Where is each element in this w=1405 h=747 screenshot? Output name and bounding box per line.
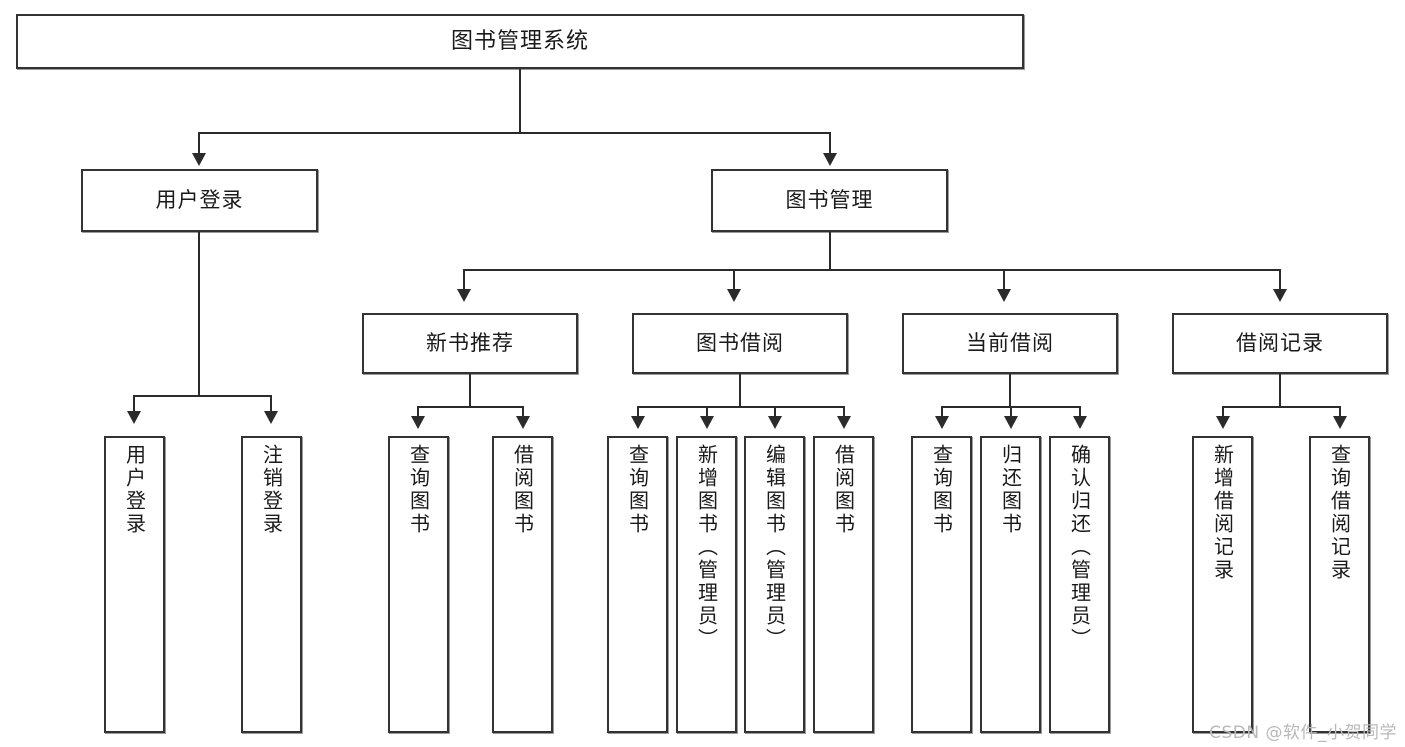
node-label: 借阅图书 bbox=[510, 444, 535, 536]
connector-nbr-drop-2 bbox=[522, 406, 524, 418]
node-label: 当前借阅 bbox=[966, 331, 1054, 356]
connector-book-manage-stem bbox=[829, 232, 831, 270]
arrowhead-leaf-query-book-3 bbox=[935, 416, 949, 429]
node-leaf-query-book-2[interactable]: 查询图书 bbox=[607, 436, 668, 733]
connector-user-login-bus bbox=[133, 395, 270, 397]
arrowhead-leaf-borrow-book-2 bbox=[837, 416, 851, 429]
node-leaf-add-record[interactable]: 新增借阅记录 bbox=[1192, 436, 1253, 733]
connector-bb-drop-3 bbox=[774, 406, 776, 418]
node-label: 用户登录 bbox=[155, 188, 244, 213]
arrowhead-leaf-add-book bbox=[700, 416, 714, 429]
node-label: 查询借阅记录 bbox=[1327, 444, 1352, 582]
arrowhead-book-borrow bbox=[727, 289, 741, 302]
node-leaf-user-logout[interactable]: 注销登录 bbox=[241, 436, 302, 733]
arrowhead-leaf-edit-book bbox=[768, 416, 782, 429]
node-label: 图书借阅 bbox=[696, 331, 784, 356]
node-leaf-return-book[interactable]: 归还图书 bbox=[980, 436, 1041, 733]
node-label: 查询图书 bbox=[406, 444, 431, 536]
node-label: 归还图书 bbox=[998, 444, 1023, 536]
connector-root-bus bbox=[198, 132, 831, 134]
node-label: 注销登录 bbox=[259, 444, 284, 536]
node-label: 新增图书（管理员） bbox=[694, 444, 719, 651]
node-leaf-confirm-return[interactable]: 确认归还（管理员） bbox=[1049, 436, 1110, 733]
node-book-borrow[interactable]: 图书借阅 bbox=[632, 313, 848, 374]
arrowhead-leaf-query-record bbox=[1333, 416, 1347, 429]
connector-nbr-drop-1 bbox=[417, 406, 419, 418]
connector-root-to-book-manage bbox=[829, 132, 831, 156]
connector-cb-drop-1 bbox=[941, 406, 943, 418]
node-label: 图书管理 bbox=[785, 188, 874, 213]
node-label: 查询图书 bbox=[929, 444, 954, 536]
connector-book-manage-bus bbox=[463, 269, 1280, 271]
connector-bm-drop-2 bbox=[733, 269, 735, 291]
connector-br-drop-1 bbox=[1222, 406, 1224, 418]
node-borrow-record[interactable]: 借阅记录 bbox=[1172, 313, 1388, 374]
arrowhead-leaf-return-book bbox=[1004, 416, 1018, 429]
arrowhead-user-login bbox=[192, 153, 206, 166]
node-book-manage[interactable]: 图书管理 bbox=[711, 169, 948, 232]
node-label: 新书推荐 bbox=[426, 331, 514, 356]
connector-bb-drop-4 bbox=[843, 406, 845, 418]
arrowhead-current-borrow bbox=[997, 289, 1011, 302]
node-leaf-add-book[interactable]: 新增图书（管理员） bbox=[676, 436, 737, 733]
node-new-book-recommend[interactable]: 新书推荐 bbox=[362, 313, 578, 374]
arrowhead-leaf-query-book-2 bbox=[631, 416, 645, 429]
connector-cb-stem bbox=[1009, 374, 1011, 407]
connector-user-login-stem bbox=[198, 232, 200, 396]
node-label: 借阅记录 bbox=[1236, 331, 1324, 356]
node-label: 确认归还（管理员） bbox=[1067, 444, 1092, 651]
node-leaf-query-record[interactable]: 查询借阅记录 bbox=[1309, 436, 1370, 733]
connector-bm-drop-4 bbox=[1279, 269, 1281, 291]
node-user-login[interactable]: 用户登录 bbox=[81, 169, 318, 232]
connector-root-stem bbox=[519, 69, 521, 133]
node-current-borrow[interactable]: 当前借阅 bbox=[902, 313, 1118, 374]
node-label: 新增借阅记录 bbox=[1210, 444, 1235, 582]
connector-bb-stem bbox=[739, 374, 741, 407]
connector-br-drop-2 bbox=[1339, 406, 1341, 418]
node-leaf-query-book-1[interactable]: 查询图书 bbox=[388, 436, 449, 733]
arrowhead-leaf-confirm-return bbox=[1073, 416, 1087, 429]
arrowhead-leaf-user-logout bbox=[264, 411, 278, 424]
connector-nbr-stem bbox=[469, 374, 471, 407]
node-leaf-borrow-book-2[interactable]: 借阅图书 bbox=[813, 436, 874, 733]
node-leaf-user-login[interactable]: 用户登录 bbox=[104, 436, 165, 733]
node-label: 图书管理系统 bbox=[450, 28, 589, 54]
connector-user-login-drop-1 bbox=[133, 395, 135, 413]
connector-cb-drop-2 bbox=[1010, 406, 1012, 418]
connector-bb-drop-1 bbox=[637, 406, 639, 418]
connector-cb-drop-3 bbox=[1079, 406, 1081, 418]
node-label: 借阅图书 bbox=[831, 444, 856, 536]
connector-nbr-bus bbox=[417, 406, 522, 408]
connector-br-stem bbox=[1279, 374, 1281, 407]
connector-bm-drop-3 bbox=[1003, 269, 1005, 291]
connector-user-login-drop-2 bbox=[270, 395, 272, 413]
node-leaf-edit-book[interactable]: 编辑图书（管理员） bbox=[744, 436, 805, 733]
node-label: 用户登录 bbox=[122, 444, 147, 536]
node-root-book-management-system[interactable]: 图书管理系统 bbox=[16, 14, 1024, 69]
connector-bb-bus bbox=[637, 406, 843, 408]
connector-bb-drop-2 bbox=[706, 406, 708, 418]
arrowhead-borrow-record bbox=[1273, 289, 1287, 302]
connector-bm-drop-1 bbox=[463, 269, 465, 291]
node-leaf-query-book-3[interactable]: 查询图书 bbox=[911, 436, 972, 733]
connector-br-bus bbox=[1222, 406, 1339, 408]
arrowhead-leaf-user-login bbox=[127, 411, 141, 424]
node-leaf-borrow-book-1[interactable]: 借阅图书 bbox=[492, 436, 553, 733]
connector-root-to-user-login bbox=[198, 132, 200, 156]
arrowhead-leaf-borrow-book-1 bbox=[516, 416, 530, 429]
arrowhead-leaf-query-book-1 bbox=[411, 416, 425, 429]
node-label: 查询图书 bbox=[625, 444, 650, 536]
arrowhead-leaf-add-record bbox=[1216, 416, 1230, 429]
arrowhead-new-book-recommend bbox=[457, 289, 471, 302]
arrowhead-book-manage bbox=[823, 153, 837, 166]
node-label: 编辑图书（管理员） bbox=[762, 444, 787, 651]
